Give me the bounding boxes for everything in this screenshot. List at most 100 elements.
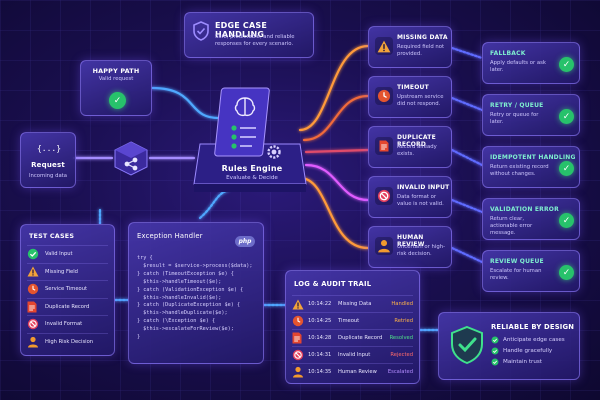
block-icon (292, 349, 306, 361)
happy-path-title: HAPPY PATH (92, 67, 140, 75)
clock-icon (27, 283, 41, 295)
check-icon: ✓ (559, 109, 574, 124)
log-title: LOG & AUDIT TRAIL (294, 280, 372, 288)
exception-handler-title: Exception Handler (137, 232, 203, 240)
wire-missing-to-fallback (450, 46, 484, 60)
gear-icon (264, 142, 284, 162)
edge-case-desc: Data format or value is not valid. (397, 194, 444, 207)
log-time: 10:14:28 (308, 335, 332, 341)
log-row: 10:14:22 Missing Data Handled (292, 295, 413, 312)
test-case-label: Missing Field (45, 268, 78, 275)
code-line: $this->escalateForReview($e); (137, 326, 234, 333)
test-case-row: Invalid Format (27, 315, 108, 332)
edge-case-title: INVALID INPUT (397, 184, 450, 191)
reliable-item-label: Handle gracefully (503, 348, 553, 354)
reliable-panel: RELIABLE BY DESIGN Anticipate edge cases… (438, 312, 580, 380)
header-subtitle: Safe, predictable, and reliable response… (215, 34, 295, 47)
wire-timeout-to-retry (450, 96, 484, 112)
log-status: Retried (394, 318, 413, 324)
check-icon (491, 336, 499, 344)
reliable-item-label: Anticipate edge cases (503, 337, 565, 343)
warning-icon (375, 37, 393, 55)
check-icon (491, 347, 499, 355)
document-icon (292, 332, 306, 344)
resolution-desc: Return existing record without changes. (490, 164, 549, 177)
warning-icon (292, 299, 306, 310)
engine-title: Rules Engine (221, 164, 283, 173)
exception-handler-panel: Exception Handler php try { $result = $s… (128, 222, 264, 364)
wire-engine-to-missing (298, 44, 370, 132)
happy-path-subtitle: Valid request (98, 76, 134, 82)
shield-check-icon (449, 325, 485, 365)
check-icon: ✓ (559, 213, 574, 228)
log-time: 10:14:35 (308, 369, 332, 375)
person-icon (292, 366, 306, 378)
edge-case-desc: Uncertain or high-risk decision. (397, 244, 445, 257)
test-case-label: High Risk Decision (45, 338, 94, 345)
edge-case-title: DUPLICATE RECORD (397, 134, 436, 148)
wire-happy-to-engine (150, 86, 224, 120)
resolution-desc: Escalate for human review. (490, 268, 542, 281)
check-icon: ✓ (559, 265, 574, 280)
reliable-item: Maintain trust (491, 358, 542, 366)
log-event: Timeout (338, 318, 360, 324)
code-line: $this->handleDuplicate($e); (137, 310, 228, 317)
block-icon (27, 318, 41, 330)
wire-engine-to-timeout (302, 94, 370, 142)
edge-case-card: INVALID INPUT Data format or value is not… (368, 176, 452, 218)
resolution-desc: Retry or queue for later. (490, 112, 539, 125)
shield-icon (192, 21, 210, 41)
edge-case-title: HUMAN REVIEW (397, 234, 425, 248)
checklist-icon (230, 124, 260, 150)
test-case-label: Service Timeout (45, 286, 88, 292)
resolution-desc: Apply defaults or ask later. (490, 60, 546, 73)
code-line: $this->handleTimeout($e); (137, 278, 222, 285)
edge-case-desc: Record already exists. (397, 144, 437, 157)
check-icon: ✓ (109, 92, 126, 109)
log-event: Duplicate Record (338, 335, 383, 341)
wire-duplicate-to-idem (450, 148, 484, 167)
clock-icon (292, 315, 306, 327)
request-card: {...} Request Incoming data (20, 132, 76, 188)
test-case-row: High Risk Decision (27, 332, 108, 350)
reliable-item-label: Maintain trust (503, 359, 542, 365)
edge-case-desc: Upstream service did not respond. (397, 94, 444, 107)
test-case-label: Invalid Format (45, 321, 83, 327)
resolution-title: FALLBACK (490, 50, 526, 57)
header-card: EDGE CASE HANDLING Safe, predictable, an… (184, 12, 314, 58)
code-line: $result = $service->process($data); (137, 262, 253, 269)
test-case-row: Valid Input (27, 245, 108, 262)
check-icon (491, 358, 499, 366)
test-case-label: Duplicate Record (45, 303, 90, 310)
wire-engine-to-invalid (304, 163, 370, 202)
log-status: Handled (391, 301, 413, 307)
edge-case-desc: Required field not provided. (397, 44, 445, 57)
check-icon: ✓ (559, 161, 574, 176)
header-title: EDGE CASE HANDLING (215, 21, 268, 39)
rules-engine: Rules Engine Evaluate & Decide (192, 84, 310, 204)
log-panel: LOG & AUDIT TRAIL 10:14:22 Missing Data Ha… (285, 270, 420, 384)
log-time: 10:14:22 (308, 301, 332, 307)
log-event: Missing Data (338, 301, 372, 307)
braces-icon: {...} (36, 143, 62, 153)
reliable-item: Handle gracefully (491, 347, 552, 355)
brain-icon (232, 96, 258, 118)
wire-review-to-queue (450, 246, 484, 264)
block-icon (375, 187, 393, 205)
log-event: Invalid Input (338, 352, 371, 358)
check-icon (27, 248, 41, 260)
person-icon (375, 237, 393, 255)
code-line: } catch (DuplicateException $e) { (137, 302, 241, 309)
